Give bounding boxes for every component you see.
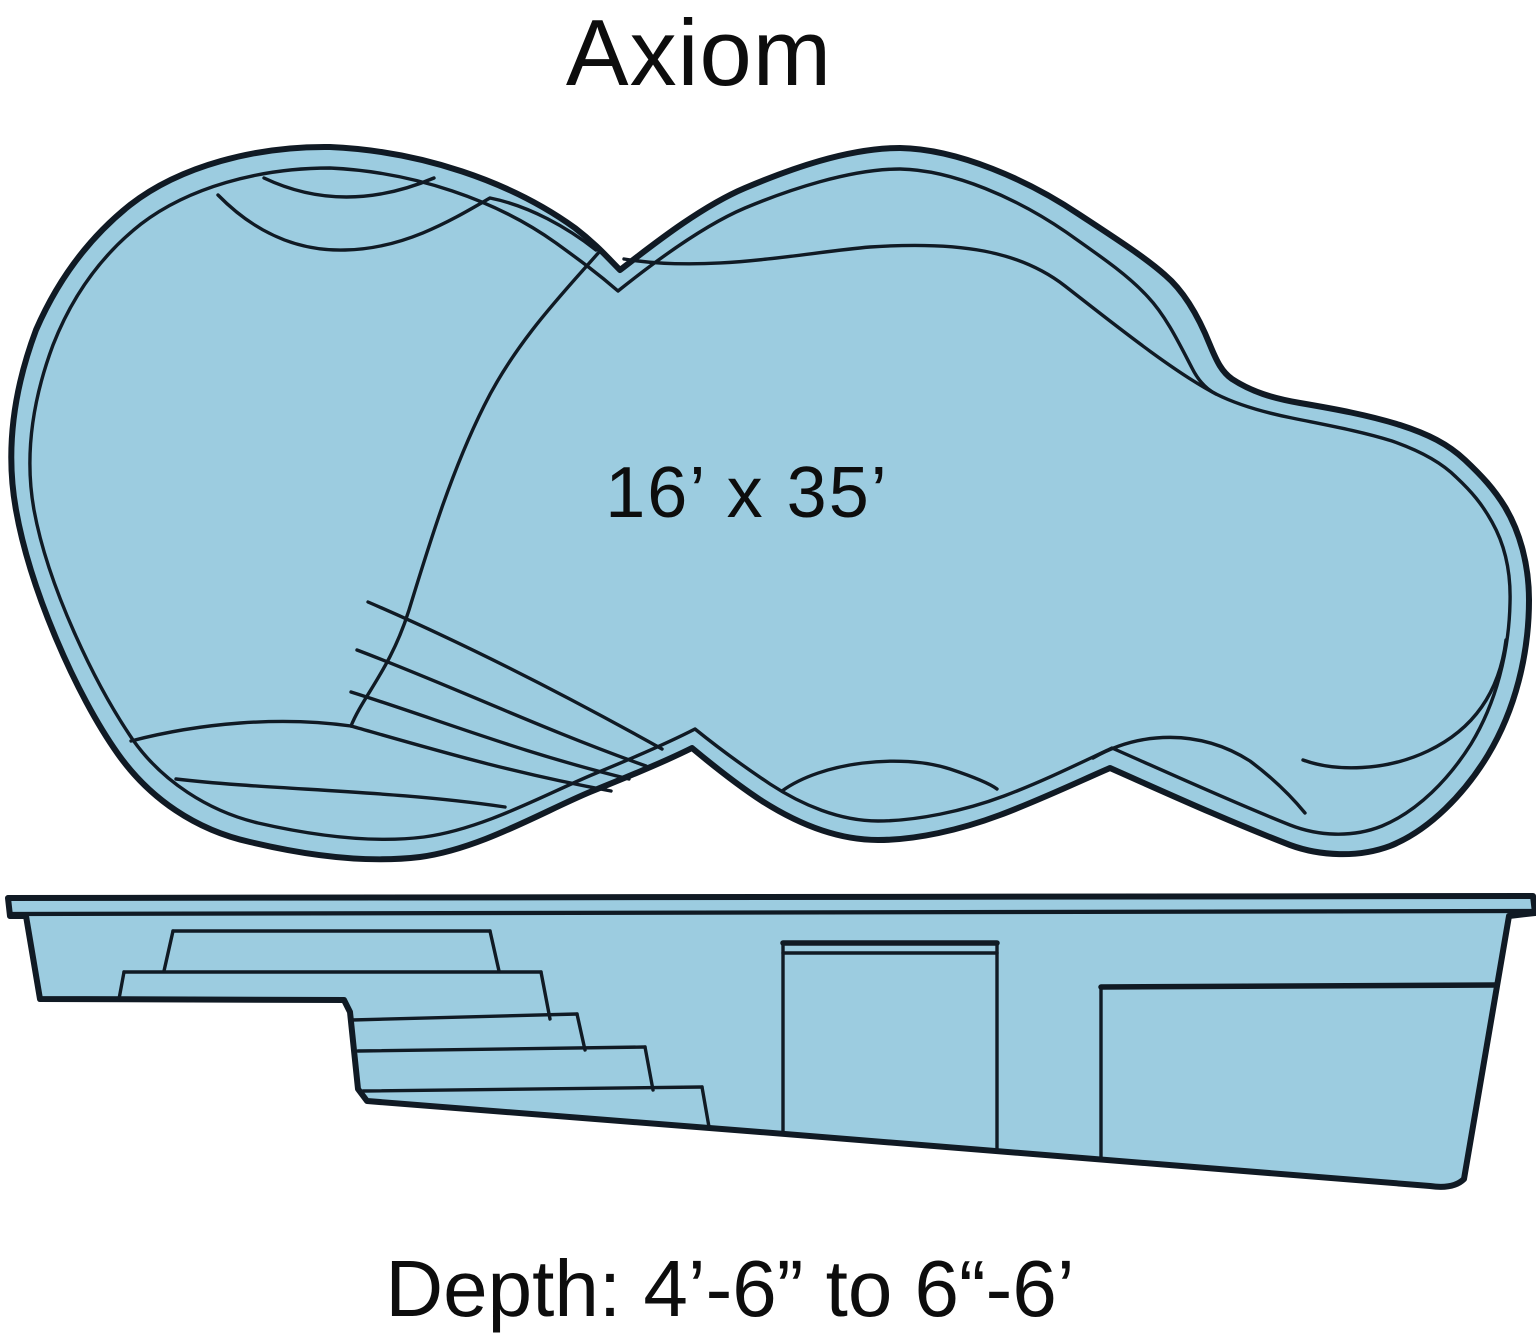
bench-lower-right-edge	[539, 970, 552, 1021]
deep-end-swimout-arc	[1301, 638, 1508, 770]
right-lobe-bench-line	[622, 243, 1218, 396]
tread-1-riser	[575, 1012, 587, 1052]
tread-3	[361, 1085, 704, 1093]
rim-underside-line	[7, 908, 1535, 917]
step-arc-1	[366, 600, 664, 751]
bottom-middle-bench-lens	[780, 759, 999, 793]
pool-top-view	[8, 143, 1532, 863]
mid-bench-profile	[780, 940, 1000, 1151]
deep-bench-top-edge	[1098, 982, 1500, 990]
tread-3-riser	[700, 1085, 711, 1129]
tread-2-riser	[643, 1045, 655, 1092]
shallow-deep-divider-line	[349, 249, 602, 728]
step-arc-2	[355, 648, 648, 768]
step-treads-profile	[350, 1012, 711, 1129]
pool-side-view	[5, 893, 1536, 1190]
side-view-silhouette	[5, 893, 1536, 1190]
left-lobe-bench-top-line	[129, 719, 353, 743]
top-view-outer-outline	[8, 143, 1532, 863]
tread-2	[356, 1045, 647, 1053]
bench-upper-left-edge	[162, 929, 175, 973]
tread-1	[350, 1012, 579, 1022]
left-lobe-bench-front-line	[174, 777, 507, 809]
top-left-bench-arc-outer	[216, 193, 598, 252]
entry-steps	[349, 600, 664, 793]
shallow-bench-profile	[117, 929, 552, 1021]
bench-lower-left-edge	[117, 970, 126, 1001]
bench-upper-right-edge	[488, 929, 501, 973]
bottom-right-bench-lens	[1091, 735, 1307, 815]
top-left-bench-arc-inner	[262, 176, 436, 199]
step-arc-4	[349, 724, 613, 793]
step-arc-3	[349, 690, 631, 781]
deep-bench-profile	[1098, 982, 1500, 1161]
